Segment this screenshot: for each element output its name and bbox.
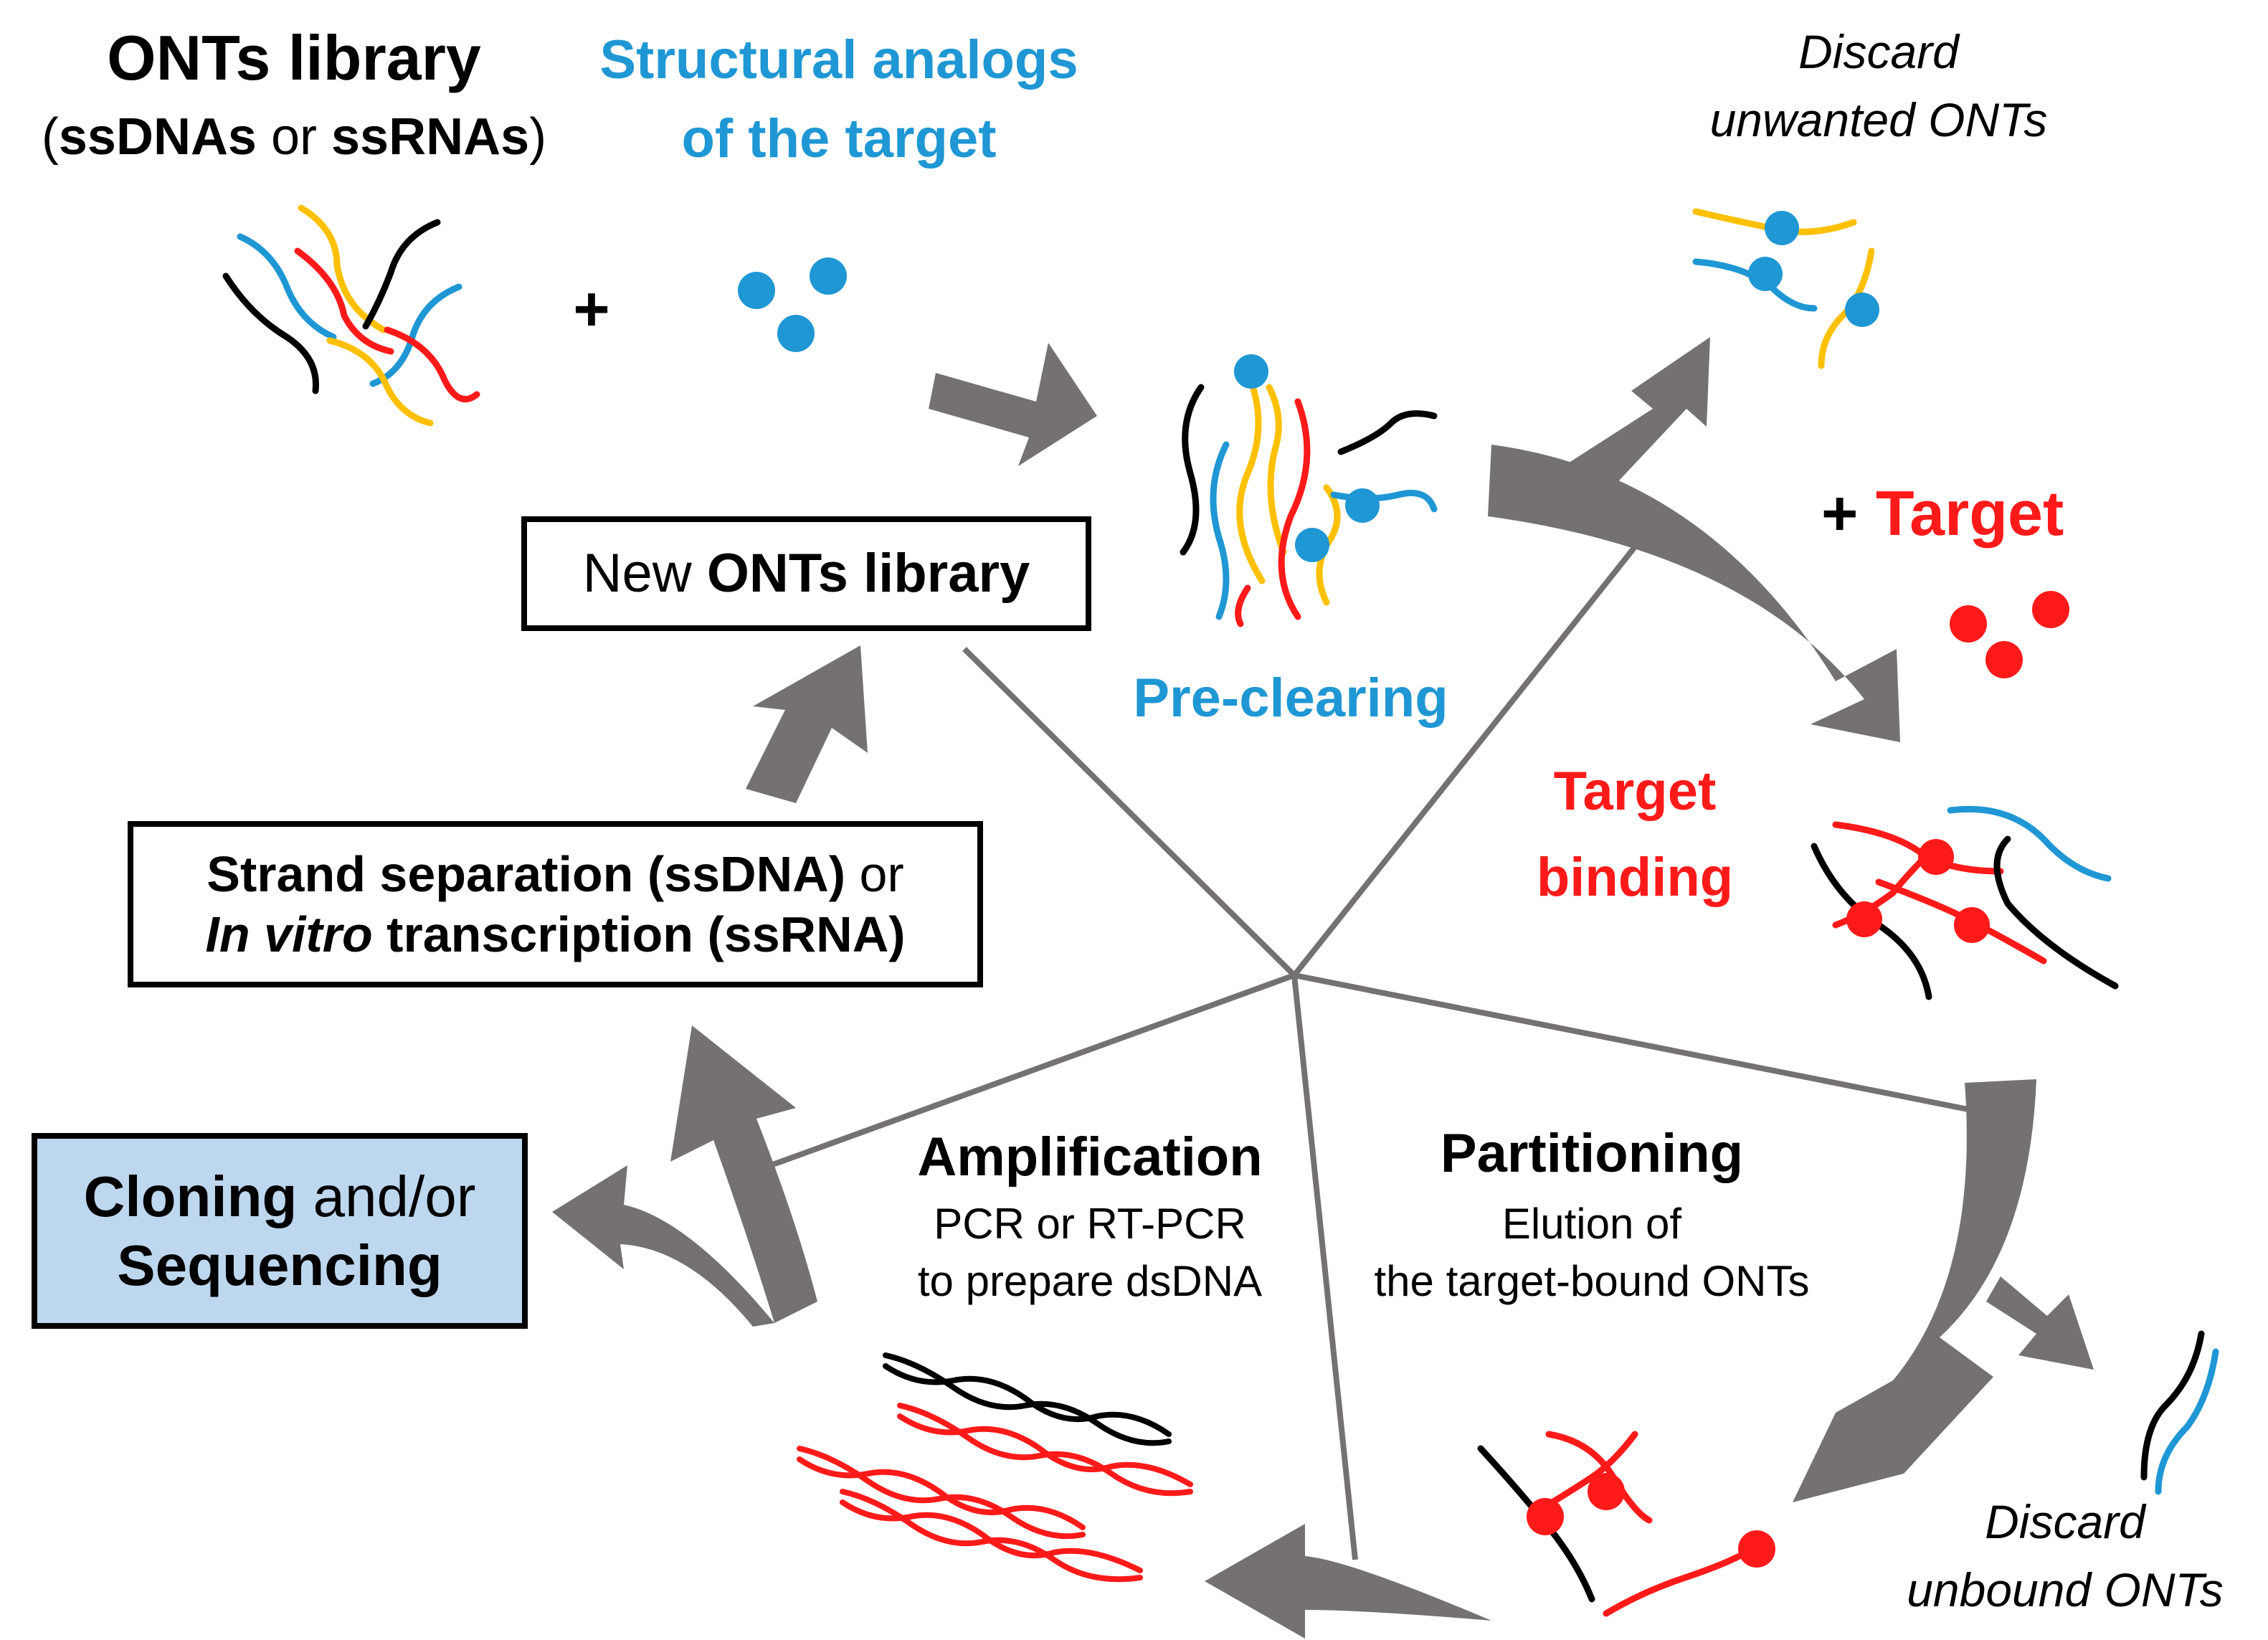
discarded-unwanted-analogs [1748, 211, 1879, 327]
new-library-plain: New [582, 543, 707, 605]
discard-unbound-line2: unbound ONTs [1907, 1563, 2224, 1616]
cycle-arrows [552, 337, 2094, 1639]
amplification-line2: to prepare dsDNA [917, 1257, 1263, 1305]
target-molecules [1950, 591, 2069, 678]
spoke-cloning [769, 972, 1296, 1168]
arrow-amplification-to-cloning [552, 1165, 774, 1327]
arrow-preclearing-to-binding [1488, 445, 1900, 742]
binding-targets [1846, 839, 1990, 943]
library-ssdna: ssDNAs [58, 108, 257, 166]
arrow-library-to-preclearing [929, 343, 1097, 466]
plus-sign: + [573, 273, 610, 344]
plus-target: + Target [1821, 477, 2108, 549]
amplified-dsdna [797, 1352, 1193, 1583]
library-strands [222, 204, 480, 427]
discarded-unbound-onts [2140, 1330, 2219, 1495]
plus-target-word: Target [1875, 478, 2064, 549]
arrow-binding-to-partitioning [1793, 1079, 2036, 1502]
strand-separation-or: or [845, 846, 904, 902]
preclearing-analogs [1234, 354, 1380, 562]
arrow-discard-unbound [1986, 1276, 2094, 1370]
library-ssrna: ssRNAs [331, 108, 530, 166]
discard-unwanted-line2: unwanted ONTs [1709, 93, 2048, 146]
new-library-box: New ONTs library [521, 516, 1091, 631]
new-library-text: New ONTs library [583, 541, 1030, 606]
analogs-label-line2: of the target [681, 108, 997, 169]
discard-unwanted-line1: Discard [1798, 25, 1959, 78]
arrow-amplification-up [670, 1025, 817, 1323]
strand-separation-box: Strand separation (ssDNA) or In vitro tr… [128, 821, 983, 987]
in-vitro-text: In vitro [205, 906, 373, 962]
library-subtitle: (ssDNAs or ssRNAs) [41, 108, 547, 166]
target-binding-line2: binding [1536, 847, 1734, 908]
target-binding-line1: Target [1553, 761, 1717, 822]
spoke-partitioning [1294, 972, 1998, 1118]
arrow-partitioning-to-amplification [1205, 1524, 1491, 1639]
preclearing-mixture [1180, 369, 1438, 627]
arrow-strand-to-new-library [746, 645, 868, 803]
amplification-line1: PCR or RT-PCR [934, 1200, 1246, 1248]
amplification-title: Amplification [917, 1127, 1263, 1188]
spoke-new-library [962, 647, 1296, 977]
analog-molecules [738, 257, 847, 352]
plus-target-plus: + [1821, 478, 1859, 549]
analogs-label-line1: Structural analogs [599, 29, 1078, 90]
library-or: or [256, 108, 332, 166]
cloning-sequencing-box: Cloning and/or Sequencing [32, 1133, 528, 1329]
strand-separation-line2: In vitro transcription (ssRNA) [205, 904, 905, 964]
spoke-amplification [1291, 975, 1358, 1560]
transcription-text: transcription (ssRNA) [372, 906, 906, 962]
discard-unbound-line1: Discard [1985, 1495, 2145, 1548]
partitioning-title: Partitioning [1440, 1123, 1744, 1184]
cloning-line: Cloning and/or [84, 1162, 476, 1231]
library-title: ONTs library [107, 22, 481, 93]
spoke-pre-clearing [1291, 518, 1659, 977]
new-library-bold: ONTs library [706, 543, 1030, 605]
arrow-discard-unwanted [1552, 337, 1710, 502]
cloning-bold: Cloning [83, 1164, 298, 1228]
pre-clearing-label: Pre-clearing [1133, 668, 1448, 729]
strand-separation-line1: Strand separation (ssDNA) or [207, 844, 903, 904]
cycle-spokes [769, 518, 1998, 1560]
strand-separation-bold: Strand separation (ssDNA) [207, 846, 846, 902]
partitioning-line2: the target-bound ONTs [1374, 1257, 1810, 1305]
partitioning-line1: Elution of [1501, 1200, 1682, 1248]
partitioned-targets [1527, 1473, 1775, 1568]
sequencing-line: Sequencing [117, 1233, 442, 1297]
cloning-and-or: and/or [297, 1164, 476, 1228]
partitioned-onts [1477, 1431, 1757, 1617]
